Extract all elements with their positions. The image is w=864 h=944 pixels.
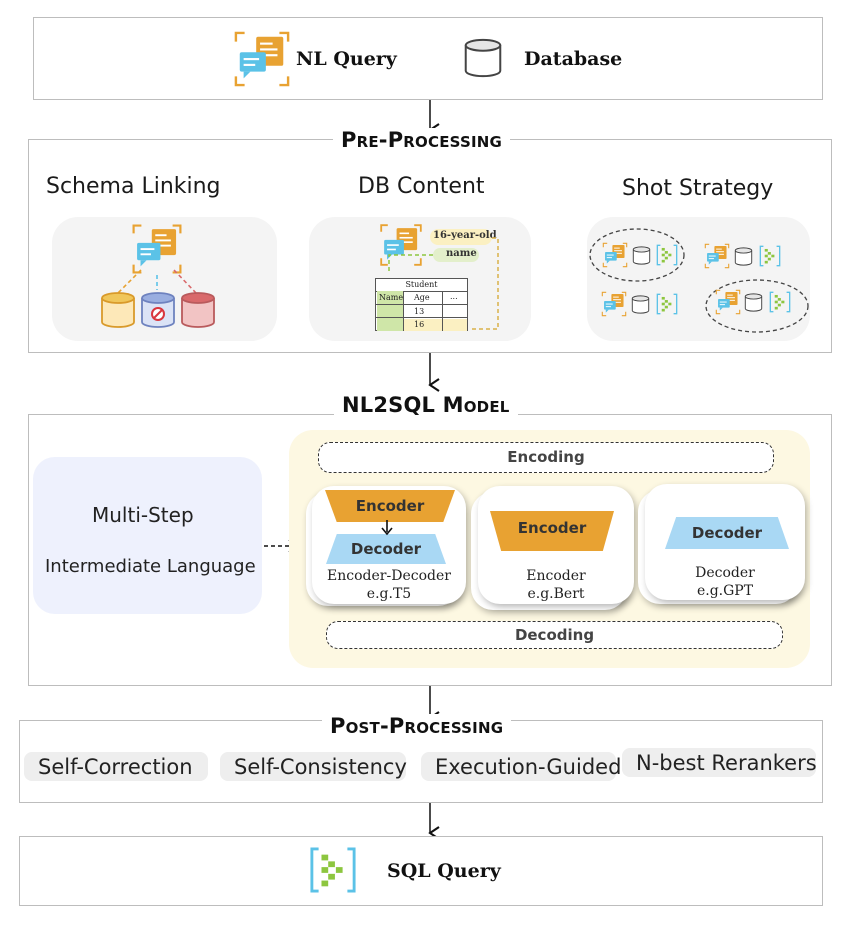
encoding-bar: Encoding	[318, 442, 774, 473]
card-example: e.g.T5	[366, 586, 412, 602]
db-content-links	[388, 237, 499, 330]
sql-query-icon	[309, 846, 357, 894]
database-label: Database	[524, 48, 623, 70]
student-table: Student Name Age ... 13 16	[375, 278, 468, 331]
method-execution-guided: Execution-Guided	[421, 752, 621, 781]
method-self-consistency: Self-Consistency	[220, 752, 407, 781]
shot-strategy-title: Shot Strategy	[622, 176, 774, 201]
table-age-2: 16	[414, 320, 425, 329]
encoding-label: Encoding	[507, 448, 585, 466]
card-name: Encoder-Decoder	[327, 568, 451, 584]
table-age-1: 13	[414, 307, 425, 316]
flow-arrow	[420, 353, 440, 389]
decoder-card: Decoder Decoder e.g.GPT	[645, 484, 805, 600]
encoder-card: Encoder Encoder e.g.Bert	[478, 486, 634, 604]
method-self-correction: Self-Correction	[24, 752, 208, 781]
column-tag	[433, 248, 479, 262]
name-column-highlight	[377, 291, 403, 331]
table-header-more: ...	[450, 292, 458, 301]
card-name: Encoder	[526, 568, 586, 584]
age-row-highlight	[403, 319, 467, 331]
decoder-block: Decoder	[665, 517, 789, 549]
schema-linking-title: Schema Linking	[46, 174, 221, 199]
db-content-title: DB Content	[358, 174, 485, 199]
input-box	[33, 17, 823, 100]
encoder-to-decoder-arrow	[381, 520, 393, 536]
value-tag	[430, 229, 492, 245]
multi-step-panel	[33, 457, 262, 614]
encoder-block: Encoder	[490, 511, 614, 551]
table-header-name: Name	[379, 293, 404, 302]
nl-query-label: NL Query	[296, 48, 397, 70]
method-n-best-rerankers: N-best Rerankers	[622, 748, 817, 777]
flow-arrow	[420, 803, 440, 837]
preprocessing-title: Pre-Processing	[333, 128, 511, 152]
card-name: Decoder	[695, 565, 755, 581]
decoding-label: Decoding	[514, 626, 595, 644]
schema-linking-illustration	[101, 224, 215, 328]
decoding-bar: Decoding	[326, 621, 783, 649]
nl-query-icon	[233, 30, 291, 88]
value-tag-text: 16-year-old	[433, 230, 497, 241]
column-tag-text: name	[446, 248, 477, 259]
table-header-age: Age	[414, 293, 430, 302]
table-name: Student	[376, 279, 467, 292]
intermediate-language-label: Intermediate Language	[45, 556, 256, 577]
postprocessing-title: Post-Processing	[322, 714, 512, 738]
database-icon	[463, 37, 503, 79]
encoder-decoder-card: Encoder Decoder Encoder-Decoder e.g.T5	[312, 486, 466, 604]
multi-step-label: Multi-Step	[92, 503, 194, 527]
card-example: e.g.Bert	[527, 586, 585, 602]
red-database-icon	[181, 292, 215, 328]
model-title: NL2SQL Model	[334, 393, 518, 417]
shot-strategy-panel	[587, 217, 810, 341]
sql-query-label: SQL Query	[387, 860, 501, 882]
decoder-block: Decoder	[326, 534, 446, 564]
output-box	[19, 836, 823, 906]
shot-strategy-illustration	[589, 228, 809, 333]
flow-arrow	[420, 686, 440, 722]
flow-arrow	[420, 100, 440, 134]
encoder-block: Encoder	[325, 490, 455, 522]
card-example: e.g.GPT	[696, 583, 754, 599]
blue-database-icon	[141, 292, 175, 328]
orange-database-icon	[101, 292, 135, 328]
